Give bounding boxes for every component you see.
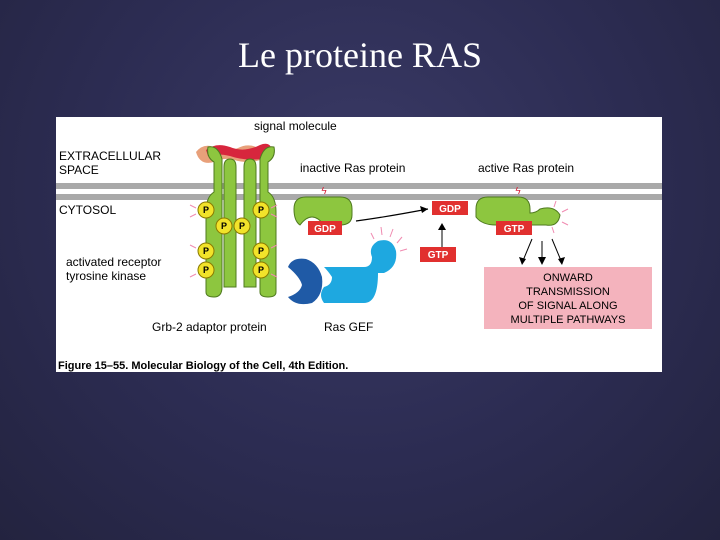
gdp-badge-bound [308,221,342,235]
gdp-released-badge [432,201,468,215]
onward-line-2: TRANSMISSION [526,286,610,298]
phosphate-group: P P P P P P P P [197,201,270,279]
inactive-ras-protein [293,196,353,226]
extracellular-label-line1: EXTRACELLULAR [59,149,161,163]
lipid-anchor-icon: ϟ [515,186,521,197]
active-ras-label: active Ras protein [478,161,574,175]
extracellular-label-line2: SPACE [59,163,99,177]
phosphate-label: P [258,205,264,215]
gtp-bound-badge [496,221,532,235]
ras-pathway-figure: P P P P P P P P [56,117,662,372]
membrane-inner-layer [56,194,662,200]
receptor-left-chain [205,146,223,298]
phosphate-label: P [203,246,209,256]
gtp-free-badge [420,247,456,262]
receptor-right-inner [243,158,257,288]
phosphate-label: P [203,265,209,275]
signal-molecule-label: signal molecule [254,119,337,133]
ras-pathway-diagram: P P P P P P P P [56,119,662,372]
onward-line-1: ONWARD [543,272,593,284]
gdp-released-label: GDP [439,204,461,215]
onward-line-4: MULTIPLE PATHWAYS [511,314,626,326]
onward-line-3: OF SIGNAL ALONG [518,300,617,312]
phosphate-label: P [221,221,227,231]
activated-receptor-label-line1: activated receptor [66,255,161,269]
onward-arrow-head [519,257,526,265]
signal-molecule [206,143,272,160]
inactive-ras-label: inactive Ras protein [300,161,405,175]
onward-arrow-head [538,257,546,265]
phosphate-label: P [239,221,245,231]
grb2-adaptor [288,258,323,305]
onward-transmission-box [484,267,652,329]
active-ras-activation-rays [551,200,569,234]
gtp-bound-label: GTP [504,224,525,235]
receptor-right-chain [259,146,277,298]
phosphate-label: P [258,246,264,256]
grb2-label: Grb-2 adaptor protein [152,320,267,334]
activated-receptor-label-line2: tyrosine kinase [66,269,146,283]
ras-gef-activation-rays [370,226,408,252]
figure-caption: Figure 15–55. Molecular Biology of the C… [58,360,348,372]
cytosol-label: CYTOSOL [59,203,116,217]
membrane-outer-layer [56,183,662,189]
gdp-bound-label: GDP [314,224,336,235]
lipid-anchor-icon: ϟ [321,186,327,197]
gtp-free-label: GTP [428,250,449,261]
ras-gef-label: Ras GEF [324,320,373,334]
slide-title: Le proteine RAS [238,35,482,75]
active-ras-protein [475,196,561,226]
gtp-in-arrow-head [438,223,446,230]
phosphate-label: P [258,265,264,275]
ras-gef [321,240,397,303]
activation-rays [189,204,278,278]
exchange-arrow-head [420,206,428,213]
phosphate-label: P [203,205,209,215]
exchange-arrow [355,208,429,222]
onward-arrow-head [558,257,565,265]
